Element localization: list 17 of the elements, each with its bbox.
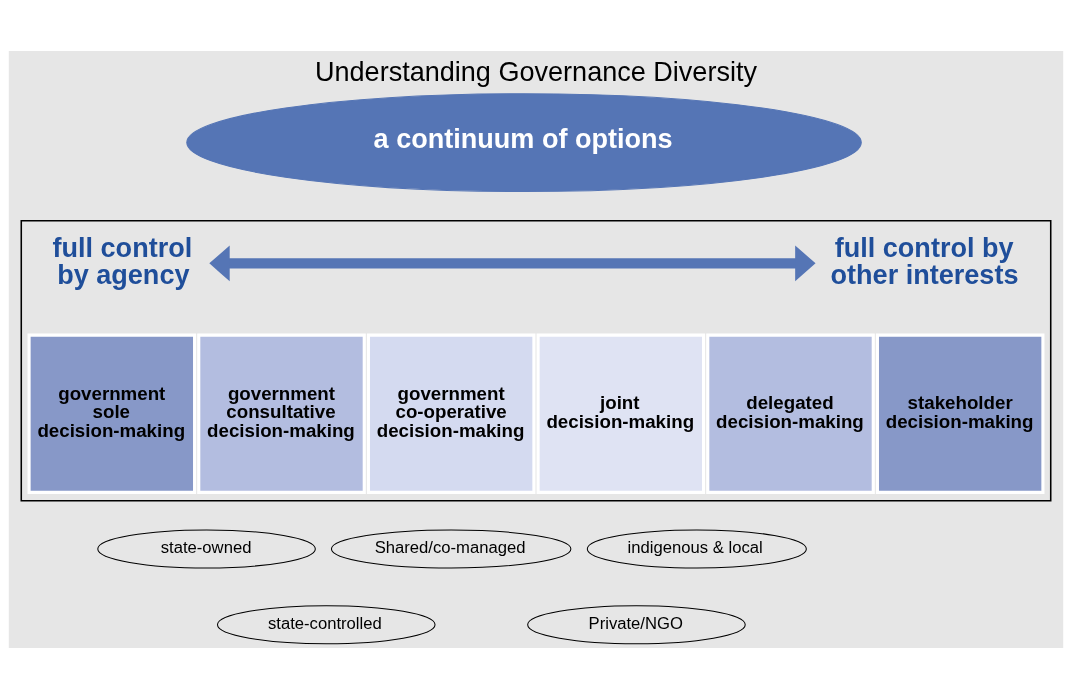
node-box: government consultative decision-making <box>197 333 366 494</box>
arrow <box>209 245 816 281</box>
node-box: stakeholder decision-making <box>875 333 1045 494</box>
node-ellipse: Shared/co-managed <box>330 528 572 568</box>
node-ellipse: state-owned <box>97 528 316 568</box>
node-box: government sole decision-making <box>27 333 197 494</box>
diagram-title: Understanding Governance Diversity <box>315 56 757 87</box>
node-ellipse: state-controlled <box>216 604 436 644</box>
node-ellipse: Private/NGO <box>527 604 746 644</box>
node-text: full control by other interests <box>830 232 1019 290</box>
node-box: delegated decision-making <box>706 333 875 494</box>
cluster <box>20 219 1052 501</box>
node-ellipse: a continuum of options <box>186 92 862 192</box>
node-text: full control by agency <box>52 232 193 290</box>
node-box: joint decision-making <box>536 333 706 494</box>
node-box: government co-operative decision-making <box>366 333 536 494</box>
node-ellipse: indigenous & local <box>586 528 807 568</box>
